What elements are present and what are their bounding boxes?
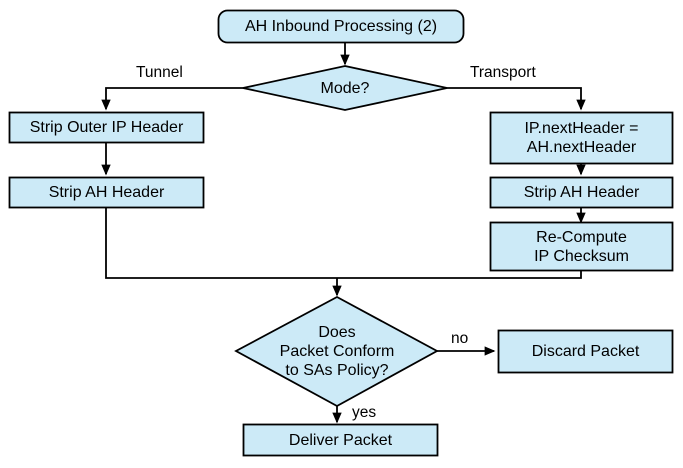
node-recompute-checksum-shape[interactable]: [489, 221, 674, 272]
edge-tunnel-merge: [105, 207, 337, 279]
edge-label-yes: yes: [352, 404, 377, 421]
node-deliver-shape[interactable]: [242, 423, 439, 457]
node-start-shape[interactable]: [217, 9, 465, 44]
edge-transport-merge: [337, 270, 582, 279]
node-strip-ah-transport-shape[interactable]: [489, 176, 674, 209]
edge-mode-tunnel: [101, 87, 243, 111]
node-discard-shape[interactable]: [497, 329, 674, 374]
edge-label-transport: Transport: [470, 64, 536, 81]
node-conform-shape[interactable]: [234, 295, 439, 408]
node-strip-ah-tunnel-shape[interactable]: [8, 176, 205, 209]
edge-mode-transport: [447, 87, 586, 111]
node-strip-outer-ip-shape[interactable]: [8, 111, 205, 144]
edge-label-no: no: [451, 330, 469, 347]
node-mode-shape[interactable]: [242, 65, 448, 111]
edge-label-tunnel: Tunnel: [136, 64, 183, 81]
node-ip-nextheader-shape[interactable]: [489, 111, 674, 165]
